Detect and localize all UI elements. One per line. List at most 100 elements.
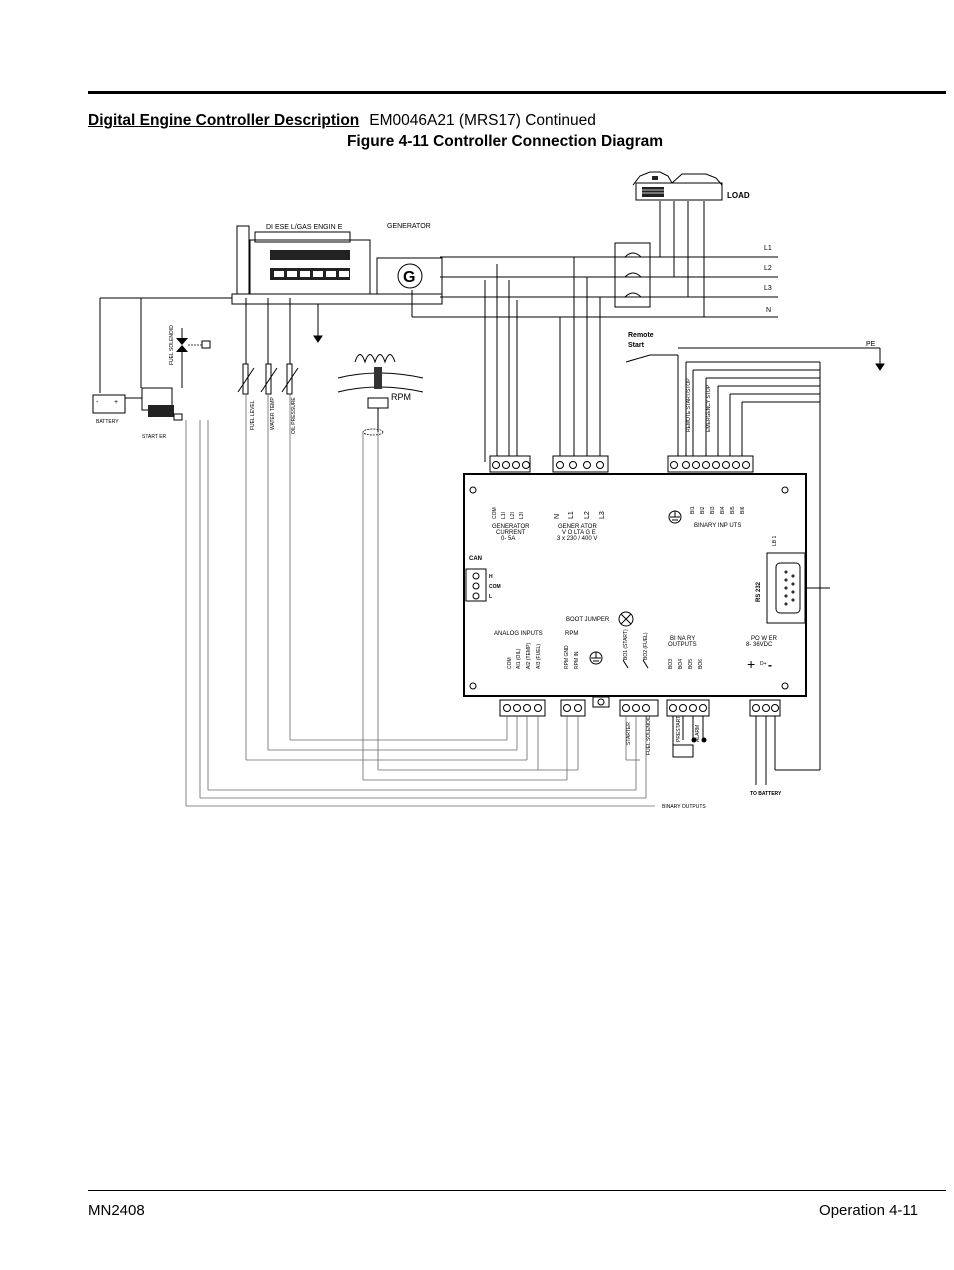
battery-icon: [92, 394, 126, 414]
section-subtitle: EM0046A21 (MRS17) Continued: [369, 112, 596, 129]
page-header: Digital Engine Controller Description EM0…: [88, 112, 596, 130]
svg-text:LB 1: LB 1: [772, 535, 778, 546]
svg-text:3 x 230 / 400 V: 3 x 230 / 400 V: [557, 536, 597, 542]
alarm-label: ALARM: [695, 725, 701, 742]
section-title: Digital Engine Controller Description: [88, 112, 360, 129]
svg-text:COM: COM: [507, 657, 513, 669]
svg-text:L3: L3: [599, 511, 606, 519]
svg-text:BI1: BI1: [690, 506, 696, 514]
water-temp-label: WATER TEMP: [270, 397, 276, 430]
fuel-level-label: FUEL LEVEL: [250, 400, 256, 430]
measurement-wires: [484, 257, 601, 462]
engine-label: DI ESE L/GAS ENGIN E: [266, 224, 343, 231]
output-lamps: [672, 716, 704, 758]
svg-text:COM: COM: [489, 584, 501, 590]
emergency-stop-label: EMERGENCY STOP: [706, 384, 712, 432]
line-l2-label: L2: [764, 265, 772, 272]
svg-text:AI3 (FUEL): AI3 (FUEL): [536, 644, 542, 669]
svg-text:CURRENT: CURRENT: [496, 530, 526, 536]
svg-text:BI2: BI2: [700, 506, 706, 514]
figure-caption: Figure 4-11 Controller Connection Diagra…: [346, 133, 664, 150]
rpm-label: RPM: [391, 392, 411, 402]
svg-text:BI6: BI6: [740, 506, 746, 514]
svg-text:RPM GND: RPM GND: [564, 645, 570, 669]
svg-text:BI NA RY: BI NA RY: [670, 636, 695, 642]
top-terminals: [489, 455, 754, 473]
pe-label: PE: [866, 341, 876, 348]
top-rule: [88, 91, 946, 94]
doc-number: MN2408: [88, 1202, 145, 1219]
ground-icon: [668, 510, 682, 524]
svg-text:BI3: BI3: [710, 506, 716, 514]
rs232-label: RS 232: [756, 581, 762, 602]
svg-text:+: +: [114, 399, 118, 406]
svg-text:+: +: [747, 656, 755, 672]
bottom-rule: [88, 1190, 946, 1191]
svg-text:V O LTA G E: V O LTA G E: [562, 530, 596, 536]
svg-text:AI1 (OIL): AI1 (OIL): [516, 648, 522, 669]
svg-text:BO4: BO4: [678, 659, 684, 669]
svg-text:BO3: BO3: [668, 659, 674, 669]
svg-text:BO5: BO5: [688, 659, 694, 669]
line-l3-label: L3: [764, 285, 772, 292]
battery-label: BATTERY: [96, 419, 119, 425]
chassis-wires: [99, 297, 323, 393]
svg-text:COM: COM: [492, 507, 498, 519]
can-label: CAN: [469, 556, 482, 562]
svg-text:AI2 (TEMP): AI2 (TEMP): [526, 643, 532, 669]
line-n-label: N: [766, 307, 771, 314]
line-l1-label: L1: [764, 245, 772, 252]
generator-icon: [376, 257, 443, 295]
svg-text:L: L: [489, 594, 492, 600]
generator-symbol: G: [403, 269, 415, 286]
binary-inputs-label: BINARY INP UTS: [694, 523, 741, 529]
ground-icon-2: [589, 651, 603, 665]
analog-inputs-label: ANALOG INPUTS: [494, 631, 543, 637]
svg-text:BO1 (START): BO1 (START): [623, 629, 629, 660]
to-battery-label: TO BATTERY: [750, 791, 782, 797]
controller-box: [463, 473, 807, 697]
svg-text:GENERATOR: GENERATOR: [492, 524, 530, 530]
sensor-wires: [185, 394, 655, 807]
svg-text:BI5: BI5: [730, 506, 736, 514]
relay-contacts: [622, 659, 649, 669]
page-number: Operation 4-11: [819, 1202, 918, 1219]
mains-lines: [411, 201, 778, 318]
fuel-solenoid-out-label: FUEL SOLENOID: [646, 715, 652, 755]
starter-out-label: STARTER: [626, 722, 632, 745]
svg-text:RPM IN: RPM IN: [574, 651, 580, 669]
svg-text:-: -: [768, 658, 772, 672]
svg-text:8- 36VDC: 8- 36VDC: [746, 642, 773, 648]
svg-text:L2: L2: [584, 511, 591, 519]
generator-label: GENERATOR: [387, 223, 431, 230]
oil-pressure-label: OIL PRESSURE: [291, 397, 297, 434]
bottom-terminals: [499, 696, 781, 717]
input-switch-wires: [625, 347, 885, 770]
fuel-solenoid-label: FUEL SOLENOID: [169, 325, 175, 365]
load-label: LOAD: [727, 191, 750, 200]
starter-label: START ER: [142, 434, 167, 440]
remote-label: Remote: [628, 332, 654, 339]
svg-text:0- 5A: 0- 5A: [501, 536, 515, 542]
svg-text:BO6: BO6: [698, 659, 704, 669]
battery-wires: [755, 716, 820, 785]
svg-text:BO2 (FUEL): BO2 (FUEL): [643, 632, 649, 660]
start-label: Start: [628, 342, 645, 349]
starter-icon: [125, 387, 183, 421]
sensor-icons: [237, 298, 299, 395]
svg-text:L1: L1: [568, 511, 575, 519]
svg-text:N: N: [554, 514, 561, 519]
svg-text:L2I: L2I: [510, 512, 516, 519]
can-terminals: [465, 568, 487, 602]
boot-jumper-label: BOOT JUMPER: [566, 617, 610, 623]
svg-text:GENER ATOR: GENER ATOR: [558, 524, 597, 530]
svg-text:OUTPUTS: OUTPUTS: [668, 642, 697, 648]
svg-text:L3I: L3I: [519, 512, 525, 519]
svg-text:D+: D+: [760, 661, 767, 667]
rs232-connector-icon: [766, 552, 830, 624]
engine-icon: [231, 225, 443, 305]
remote-start-stop-label: REMOTE START/STOP: [686, 378, 692, 432]
svg-text:H: H: [489, 574, 493, 580]
fuel-valve-icon: [176, 328, 211, 388]
